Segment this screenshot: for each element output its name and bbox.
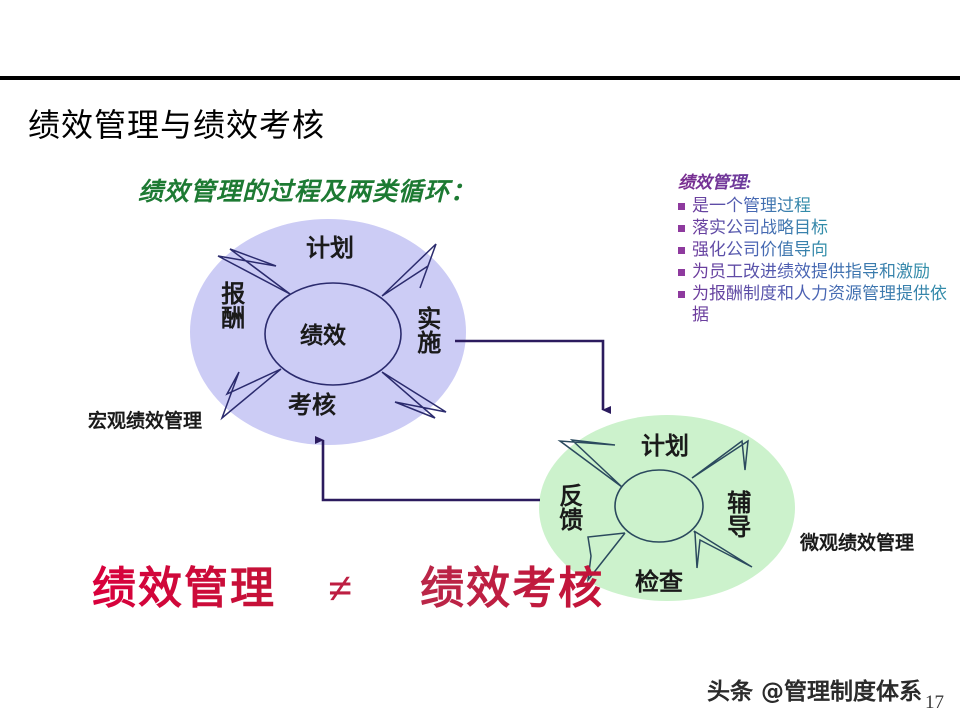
- page-number: 17: [925, 692, 944, 713]
- connector-macro-to-micro: [455, 339, 611, 414]
- list-item-label: 为员工改进绩效提供指导和激励: [692, 262, 930, 281]
- micro-arrow-bottomright: [693, 530, 753, 569]
- equation-operator: ≠: [328, 564, 355, 613]
- list-item: 为报酬制度和人力资源管理提供依据: [678, 283, 956, 325]
- micro-caption: 微观绩效管理: [800, 533, 915, 554]
- macro-right-label: 实施: [412, 306, 439, 354]
- bullet-square-icon: [678, 291, 685, 298]
- micro-top-label: 计划: [641, 434, 689, 460]
- list-item: 是一个管理过程: [678, 195, 956, 216]
- page-title: 绩效管理与绩效考核: [28, 107, 326, 143]
- list-item: 强化公司价值导向: [678, 239, 956, 260]
- micro-arrow-bottomleft: [586, 532, 626, 583]
- macro-arrow-topright: [381, 243, 437, 297]
- list-item-label: 是一个管理过程: [692, 196, 811, 215]
- macro-top-label: 计划: [306, 236, 354, 262]
- macro-bottom-label: 考核: [288, 393, 336, 419]
- list-item-label: 为报酬制度和人力资源管理提供依据: [692, 283, 956, 325]
- macro-inner-ellipse: [264, 282, 402, 386]
- macro-caption: 宏观绩效管理: [88, 411, 203, 432]
- macro-arrow-topleft: [217, 248, 291, 295]
- equation-left-term: 绩效管理: [92, 564, 276, 613]
- slide-subtitle: 绩效管理的过程及两类循环：: [138, 179, 477, 206]
- micro-right-label: 辅导: [722, 490, 749, 538]
- macro-arrow-bottomright: [381, 371, 447, 419]
- performance-management-list: 绩效管理: 是一个管理过程 落实公司战略目标 强化公司价值导向 为员工改进绩效提…: [678, 168, 956, 325]
- connector-micro-to-macro: [315, 436, 540, 502]
- micro-arrow-topright: [691, 439, 749, 479]
- micro-inner-ellipse: [614, 469, 704, 543]
- macro-center-label: 绩效: [300, 323, 346, 348]
- list-item-label: 强化公司价值导向: [692, 240, 828, 259]
- list-item-label: 落实公司战略目标: [692, 218, 828, 237]
- watermark: 头条 @管理制度体系: [706, 679, 922, 705]
- header-divider: [0, 76, 960, 80]
- micro-bottom-label: 检查: [635, 570, 683, 596]
- list-item: 落实公司战略目标: [678, 217, 956, 238]
- micro-left-label: 反馈: [554, 483, 581, 531]
- bullet-square-icon: [678, 269, 685, 276]
- macro-arrow-bottomleft: [220, 368, 282, 421]
- macro-left-label: 报酬: [216, 281, 243, 329]
- list-item: 为员工改进绩效提供指导和激励: [678, 261, 956, 282]
- bullet-square-icon: [678, 247, 685, 254]
- equation-right-term: 绩效考核: [420, 564, 605, 613]
- bullet-square-icon: [678, 225, 685, 232]
- micro-arrow-topleft: [557, 438, 623, 488]
- list-heading: 绩效管理:: [678, 168, 956, 193]
- bullet-square-icon: [678, 203, 685, 210]
- equation-banner: 绩效管理 ≠ 绩效考核: [92, 552, 604, 616]
